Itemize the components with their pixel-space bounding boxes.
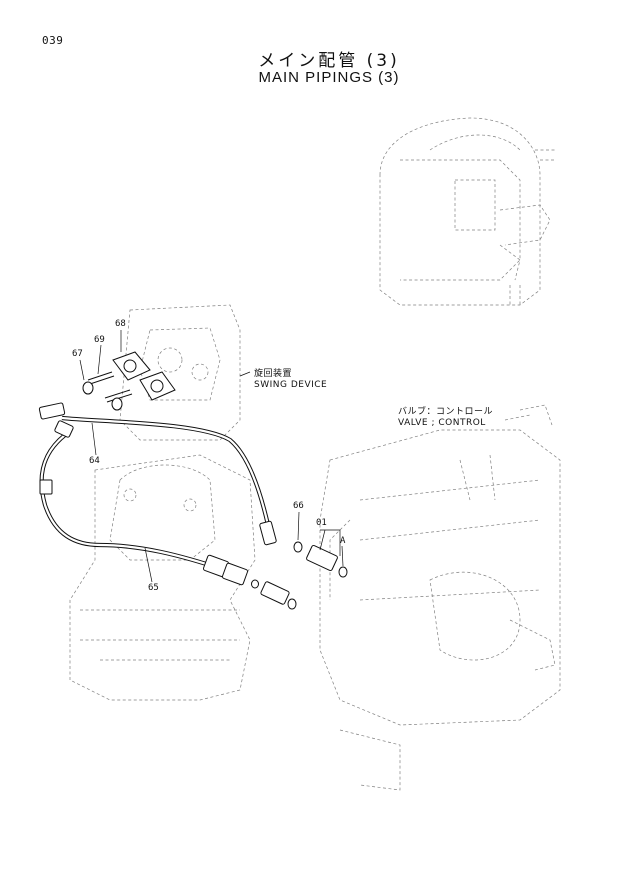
callout-valve-control-en: VALVE ; CONTROL xyxy=(398,418,486,428)
part-label-69: 69 xyxy=(94,335,105,345)
faint-background-machinery xyxy=(69,117,561,791)
part-label-64: 64 xyxy=(89,456,100,466)
part-label-65: 65 xyxy=(148,583,159,593)
hose-fittings xyxy=(38,402,277,586)
title-japanese: メイン配管 (3) xyxy=(258,51,400,71)
page-number: 039 xyxy=(42,34,64,47)
hose-65 xyxy=(39,433,226,572)
adapter-parts xyxy=(251,541,348,610)
callout-valve-control: バルブ：コントロール VALVE ; CONTROL xyxy=(398,407,493,429)
title-english: MAIN PIPINGS (3) xyxy=(258,69,400,86)
callout-valve-control-jp: バルブ：コントロール xyxy=(398,407,494,417)
callout-swing-device-jp: 旋回装置 xyxy=(254,369,293,379)
callout-swing-device: 旋回装置 SWING DEVICE xyxy=(254,369,327,391)
hose-64 xyxy=(61,415,271,526)
callout-swing-device-en: SWING DEVICE xyxy=(254,380,328,390)
flange-assembly xyxy=(82,351,176,411)
part-label-67: 67 xyxy=(72,349,83,359)
part-label-a: A xyxy=(340,536,346,546)
part-label-68: 68 xyxy=(115,319,126,329)
part-label-66: 66 xyxy=(293,501,304,511)
part-label-01: 01 xyxy=(316,518,327,528)
leader-lines xyxy=(79,330,344,583)
